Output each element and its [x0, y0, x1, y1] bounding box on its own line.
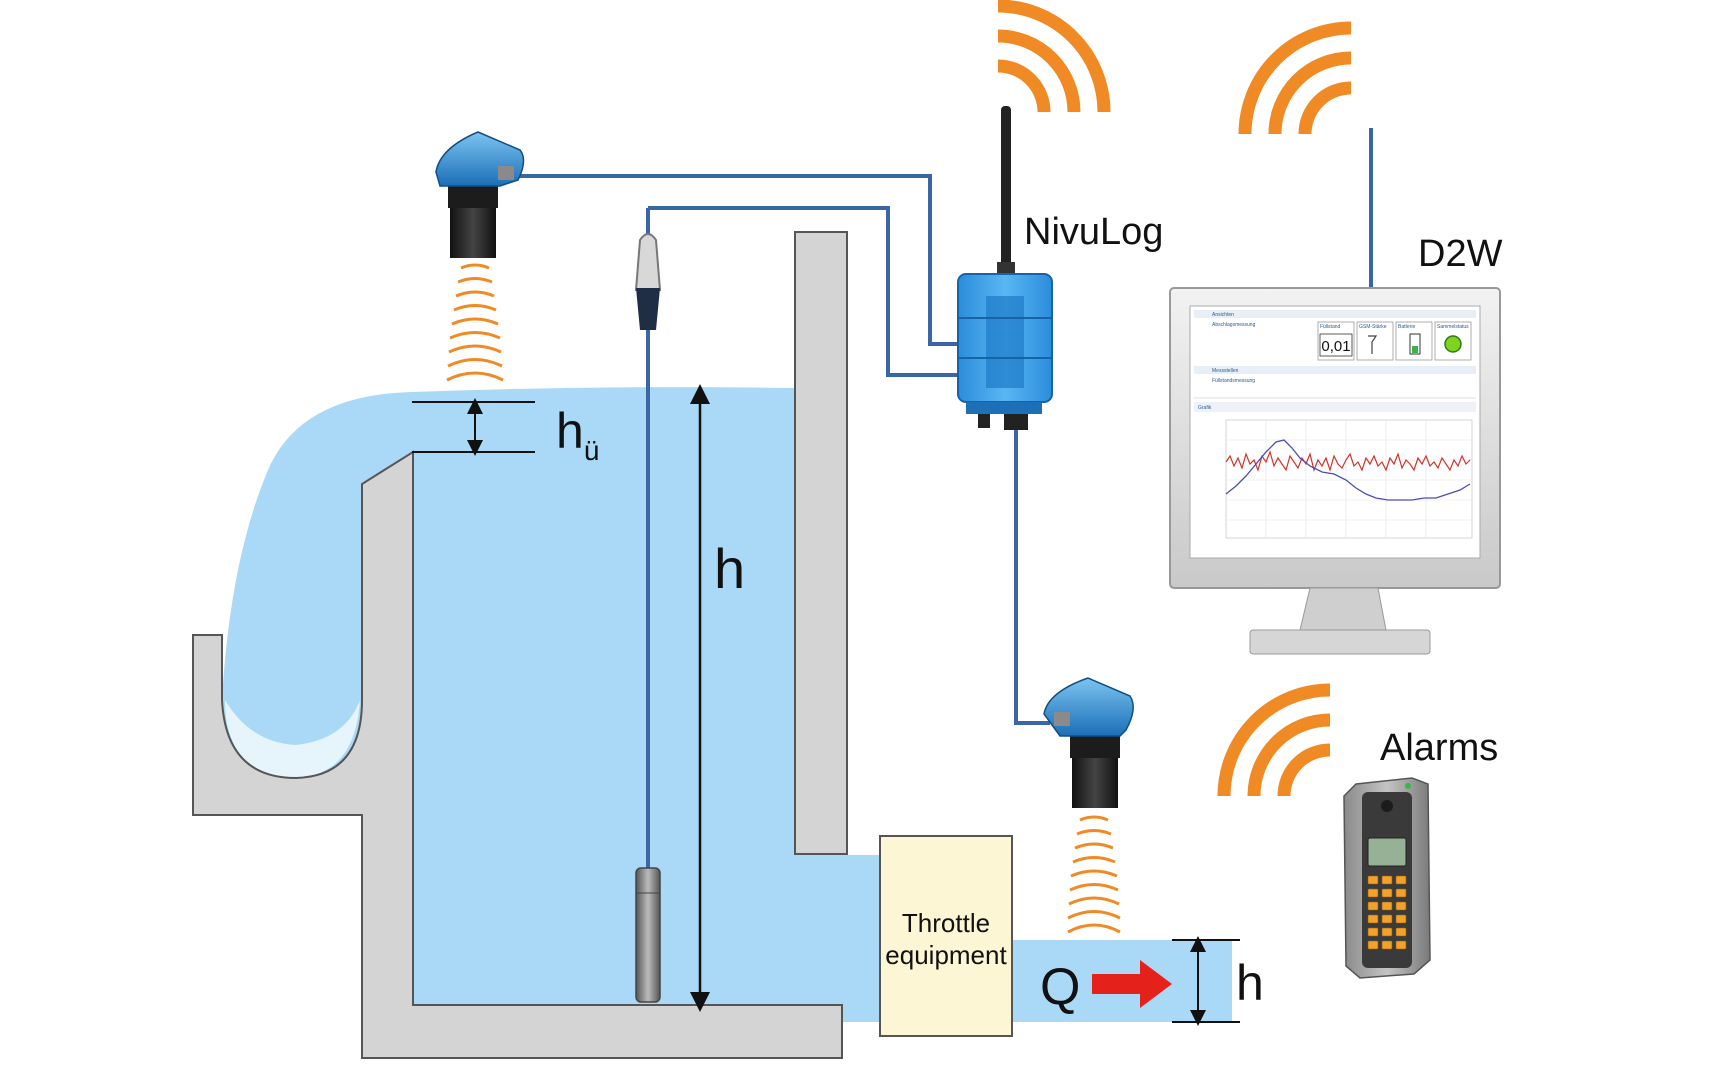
signal-icon: [1238, 21, 1352, 135]
screen-section2: Messstellen: [1212, 368, 1239, 374]
ultrasonic-sensor-top: [435, 131, 525, 382]
d2w-monitor: D2W Ansichten Abschlagsmessung Füllstand…: [1169, 21, 1503, 655]
screen-col2: GSM-Stärke: [1359, 324, 1387, 330]
monitor-screen: Ansichten Abschlagsmessung Füllstand GSM…: [1194, 310, 1476, 539]
nivulog-logger: NivuLog: [957, 0, 1163, 430]
sound-wave-icon: [1067, 815, 1121, 934]
screen-col4: Sammelstatus: [1437, 324, 1469, 330]
throttle-label-line2: equipment: [885, 940, 1007, 970]
signal-icon: [1217, 683, 1331, 797]
label-h-overflow-sub: ü: [584, 435, 600, 466]
sound-wave-icon: [446, 263, 504, 382]
screen-chart: [1225, 419, 1473, 539]
label-flow-q: Q: [1040, 958, 1080, 1016]
alarms-label: Alarms: [1380, 727, 1498, 769]
screen-section1-sub: Abschlagsmessung: [1212, 322, 1256, 328]
cables: [512, 128, 1373, 868]
suspension-clamp: [634, 233, 662, 330]
label-h-outlet: h: [1236, 955, 1264, 1011]
signal-icon: [997, 0, 1111, 113]
nivulog-label: NivuLog: [1024, 211, 1163, 253]
pressure-probe: [635, 867, 661, 1003]
outlet-dimension: [1172, 936, 1240, 1026]
antenna-icon: [997, 106, 1015, 276]
handheld-icon: [1343, 777, 1431, 979]
screen-value: 0,01: [1321, 338, 1350, 355]
alarm-device: Alarms: [1217, 683, 1498, 979]
throttle-label-line1: Throttle: [902, 908, 990, 938]
screen-section2-sub: Füllstandsmessung: [1212, 378, 1255, 384]
screen-chart-tab: Grafik: [1198, 405, 1212, 411]
overflow-dimension: [412, 398, 535, 456]
basin-structure: [192, 231, 848, 1059]
label-h-overflow-main: h: [556, 403, 584, 459]
throttle-equipment: Throttle equipment: [879, 835, 1013, 1037]
ultrasonic-sensor-outlet: [1043, 677, 1134, 934]
flow-arrow: [1092, 960, 1172, 1008]
screen-section1: Ansichten: [1212, 312, 1234, 318]
label-h-overflow: hü: [556, 403, 599, 466]
d2w-label: D2W: [1418, 233, 1503, 275]
screen-col3: Batterie: [1398, 324, 1415, 330]
screen-col1: Füllstand: [1320, 324, 1341, 330]
label-h-main: h: [714, 537, 745, 600]
